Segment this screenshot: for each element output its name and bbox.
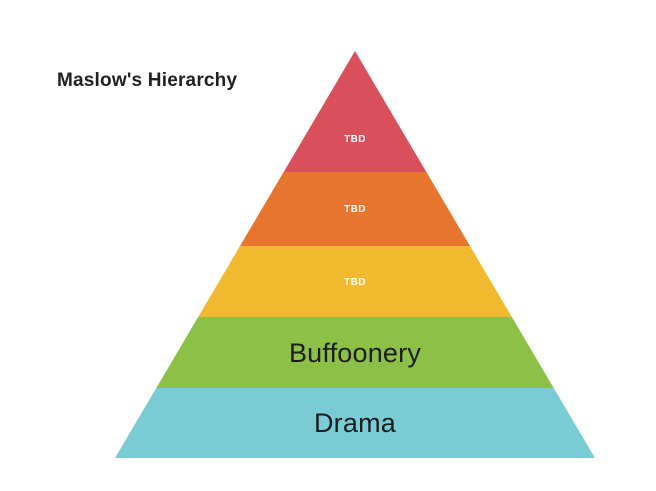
- pyramid-level-3-label: TBD: [344, 276, 366, 288]
- page-title: Maslow's Hierarchy: [57, 70, 238, 91]
- pyramid-level-1: TBD: [283, 51, 427, 173]
- pyramid-level-1-label: TBD: [344, 134, 366, 145]
- pyramid-level-5: Drama: [115, 388, 595, 458]
- pyramid-level-3: TBD: [197, 246, 513, 318]
- pyramid-level-4: Buffoonery: [155, 317, 555, 389]
- pyramid-level-2: TBD: [239, 172, 471, 247]
- pyramid-level-5-label: Drama: [313, 407, 396, 438]
- pyramid-level-2-label: TBD: [344, 204, 366, 215]
- pyramid-diagram: TBD TBD TBD Buffoonery Drama: [115, 51, 595, 458]
- pyramid-level-4-label: Buffoonery: [288, 337, 422, 368]
